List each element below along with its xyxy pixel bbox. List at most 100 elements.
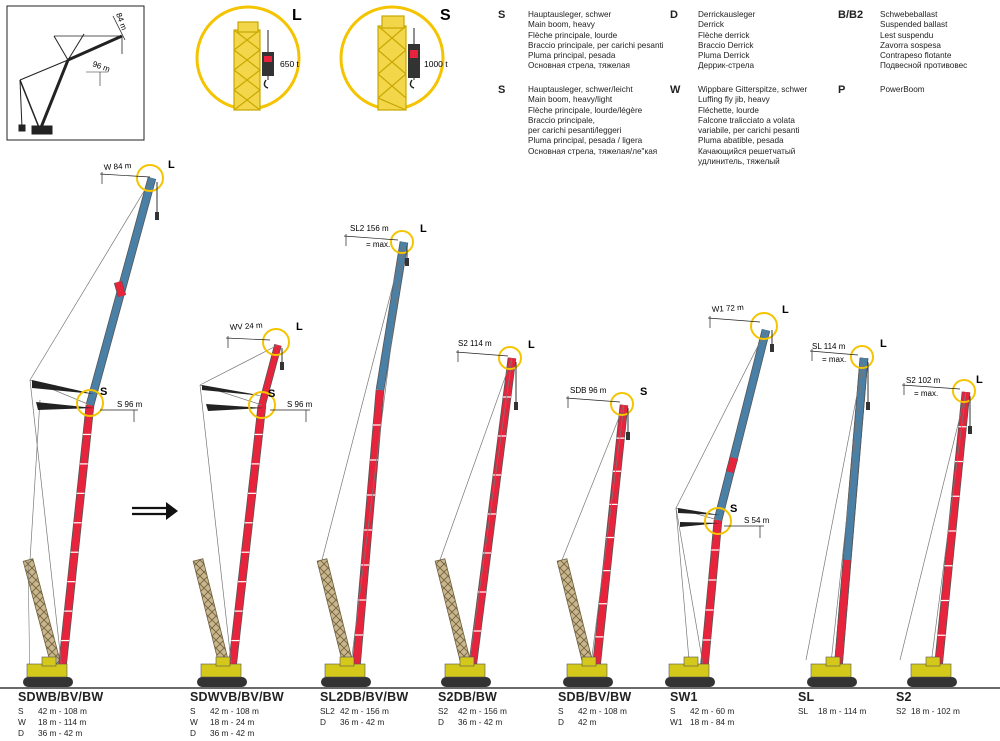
legend-line: удлинитель, тяжелый	[698, 157, 780, 167]
dimension-line	[455, 351, 509, 357]
guy-line	[29, 177, 153, 381]
strut	[680, 522, 720, 527]
guy-line	[467, 357, 513, 673]
config-component: D	[190, 728, 196, 738]
transition-arrow	[132, 502, 178, 520]
length-annotation: WV 24 m	[230, 321, 264, 332]
length-annotation: S 96 m	[117, 400, 143, 409]
legend-key: W	[670, 84, 681, 96]
crawler-track	[907, 677, 957, 687]
config-range: 36 m - 42 m	[340, 717, 385, 727]
legend-line: Hauptausleger, schwer	[528, 10, 612, 19]
strut	[678, 508, 720, 515]
detail-l-load: 650 t	[280, 59, 300, 69]
strut	[32, 380, 94, 394]
hook-block	[280, 362, 284, 370]
zone-marker: L	[420, 223, 427, 235]
config-name: S2DB/BW	[438, 690, 498, 704]
hook-block	[866, 402, 870, 410]
guy-line	[439, 357, 513, 561]
config-range: 18 m - 84 m	[690, 717, 735, 727]
length-annotation: = max.	[822, 355, 846, 364]
hook-block	[155, 212, 159, 220]
legend-line: Pluma Derrick	[698, 51, 750, 61]
derrick-boom	[316, 558, 356, 674]
legend-line: Derrickausleger	[698, 10, 756, 19]
hook-block	[405, 258, 409, 266]
config-range: 42 m - 108 m	[38, 706, 87, 716]
config-name: SDB/BV/BW	[558, 690, 632, 704]
dimension-line	[225, 337, 271, 341]
legend-line: Flèche principale, lourde	[528, 30, 618, 40]
length-annotation: = max.	[914, 389, 938, 398]
legend-line: Braccio principale,	[528, 115, 595, 125]
highlight-ring	[248, 391, 276, 419]
config-range: 42 m - 60 m	[690, 706, 735, 716]
legend-line: Suspended ballast	[880, 20, 948, 30]
guy-line	[929, 391, 967, 673]
crawler-track	[197, 677, 247, 687]
config-range: 36 m - 42 m	[38, 728, 83, 738]
hook-block	[770, 344, 774, 352]
zone-marker: L	[880, 338, 887, 350]
dimension-line	[707, 317, 761, 323]
length-annotation: SL 114 m	[812, 342, 846, 351]
legend-line: Zavorra sospesa	[880, 40, 941, 50]
legend-line: Hauptausleger, schwer/leicht	[528, 85, 633, 94]
zone-marker: L	[296, 321, 303, 333]
cab	[825, 656, 841, 667]
config-range: 18 m - 24 m	[210, 717, 255, 727]
legend-line: Основная стрела, тяжелая	[528, 61, 630, 71]
derrick-boom	[192, 558, 232, 674]
highlight-ring	[390, 230, 414, 254]
legend-line: Contrapeso flotante	[880, 51, 952, 61]
detail-s-load: 1000 t	[424, 59, 448, 69]
config-range: 42 m - 108 m	[578, 706, 627, 716]
legend-key: D	[670, 9, 678, 21]
guy-line	[199, 384, 233, 671]
strut	[36, 402, 94, 410]
legend-key: P	[838, 84, 846, 96]
main-boom-base	[834, 559, 851, 671]
hook-block	[968, 426, 972, 434]
legend-line: Braccio Derrick	[698, 40, 754, 50]
zone-marker: L	[168, 159, 175, 171]
cab	[683, 656, 699, 667]
length-annotation: W 84 m	[104, 161, 132, 172]
config-component: W1	[670, 717, 683, 727]
cab	[339, 656, 355, 667]
legend-line: Pluma abatible, pesada	[698, 136, 784, 146]
crawler-track	[23, 677, 73, 687]
highlight-ring	[262, 328, 290, 356]
zone-marker: S	[268, 388, 275, 400]
highlight-ring	[750, 312, 778, 340]
config-component: SL	[798, 706, 809, 716]
length-annotation: W1 72 m	[712, 303, 745, 314]
main-boom-light	[376, 241, 408, 391]
config-name: S2	[896, 690, 912, 704]
config-range: 42 m - 108 m	[210, 706, 259, 716]
config-name: SL2DB/BV/BW	[320, 690, 409, 704]
config-range: 42 m	[578, 717, 597, 727]
detail-l-letter: L	[292, 7, 302, 24]
legend-key: S	[498, 84, 506, 96]
guy-line	[29, 399, 41, 561]
schematic-inset: 84 m 96 m	[6, 5, 145, 141]
legend-line: Main boom, heavy	[528, 20, 595, 30]
cab	[925, 656, 941, 667]
config-component: D	[438, 717, 444, 727]
legend-line: Lest suspendu	[880, 30, 934, 40]
config-component: D	[320, 717, 326, 727]
zone-marker: S	[100, 386, 107, 398]
crawler-track	[563, 677, 613, 687]
config-component: S2	[438, 706, 449, 716]
zone-marker: L	[782, 304, 789, 316]
